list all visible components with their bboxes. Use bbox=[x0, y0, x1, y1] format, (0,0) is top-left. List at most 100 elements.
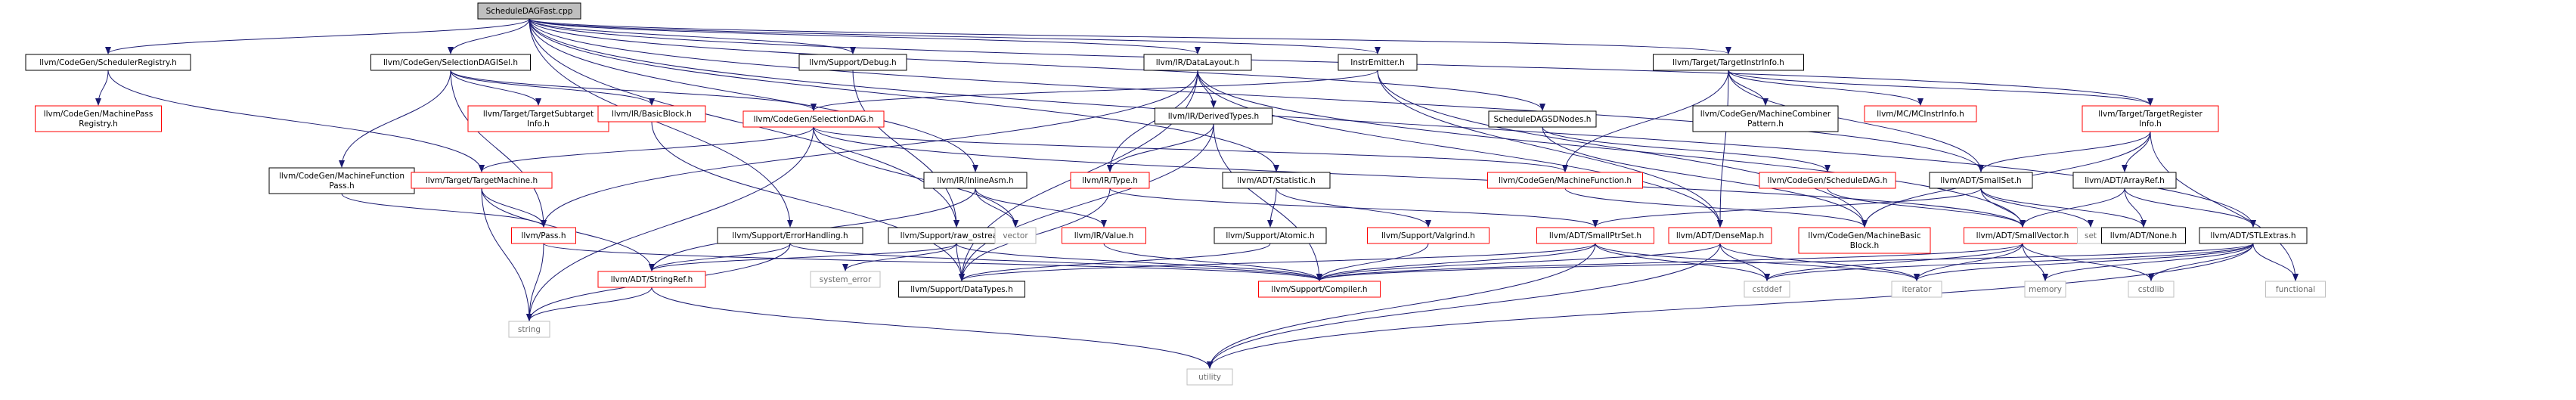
edge-layer bbox=[95, 18, 2299, 369]
node-schedreg[interactable]: llvm/CodeGen/SchedulerRegistry.h bbox=[25, 54, 191, 71]
node-utility: utility bbox=[1186, 368, 1233, 386]
node-box bbox=[1186, 368, 1233, 386]
node-label: Registry.h bbox=[79, 119, 117, 129]
node-label: llvm/IR/Value.h bbox=[1074, 231, 1134, 240]
node-smallset[interactable]: llvm/ADT/SmallSet.h bbox=[1929, 172, 2033, 189]
edge-stlextras-to-utility bbox=[1207, 243, 2254, 369]
node-compiler[interactable]: llvm/Support/Compiler.h bbox=[1258, 281, 1381, 298]
node-errorhandling[interactable]: llvm/Support/ErrorHandling.h bbox=[717, 227, 863, 244]
node-box bbox=[1367, 227, 1489, 244]
node-box bbox=[2101, 227, 2186, 244]
node-datalayout[interactable]: llvm/IR/DataLayout.h bbox=[1143, 54, 1252, 71]
node-label: llvm/CodeGen/MachineFunction.h bbox=[1499, 176, 1632, 185]
node-box bbox=[467, 105, 609, 132]
edge-value-to-compiler bbox=[1103, 243, 1322, 281]
node-stlextras[interactable]: llvm/ADT/STLExtras.h bbox=[2199, 227, 2308, 244]
node-seldagisel[interactable]: llvm/CodeGen/SelectionDAGISel.h bbox=[370, 54, 531, 71]
edge-root-to-seldagisel bbox=[448, 18, 530, 54]
edge-seldag-to-tmachine bbox=[479, 126, 814, 172]
node-label: llvm/CodeGen/SelectionDAG.h bbox=[754, 115, 874, 124]
edge-statistic-to-atomic bbox=[1267, 188, 1277, 228]
node-smallptrset[interactable]: llvm/ADT/SmallPtrSet.h bbox=[1536, 227, 1654, 244]
node-seldag[interactable]: llvm/CodeGen/SelectionDAG.h bbox=[742, 110, 885, 128]
node-rawostream[interactable]: llvm/Support/raw_ostream.h bbox=[888, 227, 1025, 244]
node-datatypes[interactable]: llvm/Support/DataTypes.h bbox=[898, 281, 1025, 298]
node-box bbox=[508, 321, 550, 338]
node-box bbox=[1214, 227, 1327, 244]
node-debug[interactable]: llvm/Support/Debug.h bbox=[798, 54, 907, 71]
node-label: Info.h bbox=[527, 119, 550, 129]
node-label: llvm/IR/InlineAsm.h bbox=[937, 176, 1013, 185]
node-box bbox=[1744, 281, 1790, 298]
node-root[interactable]: ScheduleDAGFast.cpp bbox=[477, 2, 581, 20]
node-box bbox=[477, 2, 581, 20]
edge-root-to-debug bbox=[529, 18, 856, 54]
node-label: llvm/Target/TargetInstrInfo.h bbox=[1672, 58, 1784, 67]
edge-inlineasm-to-vector bbox=[975, 188, 1018, 228]
node-mfunction[interactable]: llvm/CodeGen/MachineFunction.h bbox=[1487, 172, 1643, 189]
edge-instremitter-to-seldag bbox=[811, 70, 1378, 111]
node-systemerror: system_error bbox=[810, 271, 881, 288]
node-sdnodes[interactable]: ScheduleDAGSDNodes.h bbox=[1488, 110, 1597, 128]
node-basicblock[interactable]: llvm/IR/BasicBlock.h bbox=[597, 105, 706, 122]
node-derivedtypes[interactable]: llvm/IR/DerivedTypes.h bbox=[1155, 107, 1273, 125]
node-box bbox=[2082, 105, 2219, 132]
edge-sdnodes-to-mbasicblock bbox=[1542, 126, 1868, 228]
edge-smallptrset-to-utility bbox=[1207, 243, 1596, 369]
node-label: llvm/ADT/SmallVector.h bbox=[1976, 231, 2069, 240]
edge-root-to-inlineasm bbox=[529, 18, 978, 172]
node-tmachine[interactable]: llvm/Target/TargetMachine.h bbox=[411, 172, 553, 189]
edge-smallvector-to-compiler bbox=[1316, 243, 2023, 281]
edge-seldagisel-to-seldag bbox=[450, 70, 817, 111]
node-label: cstdlib bbox=[2138, 285, 2165, 294]
node-arrayref[interactable]: llvm/ADT/ArrayRef.h bbox=[2072, 172, 2177, 189]
edge-seldag-to-string bbox=[526, 126, 814, 321]
node-set: set bbox=[2077, 227, 2104, 244]
edge-root-to-sdnodes bbox=[529, 18, 1545, 111]
node-tinstrinfo[interactable]: llvm/Target/TargetInstrInfo.h bbox=[1653, 54, 1804, 71]
edge-tmachine-to-string bbox=[481, 188, 532, 321]
node-memory: memory bbox=[2024, 281, 2066, 298]
edge-instremitter-to-mbasicblock bbox=[1377, 70, 1868, 228]
edge-densemap-to-compiler bbox=[1316, 243, 1721, 281]
node-label: llvm/ADT/DenseMap.h bbox=[1676, 231, 1764, 240]
edge-errorhandling-to-compiler bbox=[789, 243, 1322, 281]
node-valgrind[interactable]: llvm/Support/Valgrind.h bbox=[1367, 227, 1489, 244]
node-mcinstrinfo[interactable]: llvm/MC/MCInstrInfo.h bbox=[1864, 105, 1977, 122]
node-box bbox=[1155, 107, 1273, 125]
edge-sdnodes-to-scheduledag bbox=[1542, 126, 1830, 172]
node-scheduledag[interactable]: llvm/CodeGen/ScheduleDAG.h bbox=[1759, 172, 1896, 189]
node-box bbox=[1070, 172, 1150, 189]
node-label: llvm/Support/Atomic.h bbox=[1226, 231, 1314, 240]
node-layer: ScheduleDAGFast.cpp llvm/CodeGen/Schedule… bbox=[25, 2, 2326, 386]
node-instremitter[interactable]: InstrEmitter.h bbox=[1338, 54, 1418, 71]
node-type[interactable]: llvm/IR/Type.h bbox=[1070, 172, 1150, 189]
node-smallvector[interactable]: llvm/ADT/SmallVector.h bbox=[1964, 227, 2082, 244]
node-box bbox=[597, 271, 706, 288]
node-densemap[interactable]: llvm/ADT/DenseMap.h bbox=[1668, 227, 1772, 244]
node-value[interactable]: llvm/IR/Value.h bbox=[1062, 227, 1146, 244]
node-box bbox=[994, 227, 1037, 244]
node-atomic[interactable]: llvm/Support/Atomic.h bbox=[1214, 227, 1327, 244]
edge-root-to-schedreg bbox=[105, 18, 530, 54]
node-none[interactable]: llvm/ADT/None.h bbox=[2101, 227, 2186, 244]
node-box bbox=[2199, 227, 2308, 244]
node-stringref[interactable]: llvm/ADT/StringRef.h bbox=[597, 271, 706, 288]
node-pass[interactable]: llvm/Pass.h bbox=[511, 227, 576, 244]
node-label: iterator bbox=[1902, 285, 1932, 294]
node-inlineasm[interactable]: llvm/IR/InlineAsm.h bbox=[923, 172, 1028, 189]
node-box bbox=[1258, 281, 1381, 298]
node-cstddef: cstddef bbox=[1744, 281, 1790, 298]
node-label: llvm/IR/DataLayout.h bbox=[1156, 58, 1240, 67]
node-statistic[interactable]: llvm/ADT/Statistic.h bbox=[1222, 172, 1331, 189]
edge-stlextras-to-cstddef bbox=[1764, 243, 2254, 281]
edge-scheduledag-to-smallvector bbox=[1827, 188, 2026, 228]
edge-smallptrset-to-iterator bbox=[1595, 243, 1920, 281]
node-label: llvm/Target/TargetRegister bbox=[2098, 110, 2202, 119]
